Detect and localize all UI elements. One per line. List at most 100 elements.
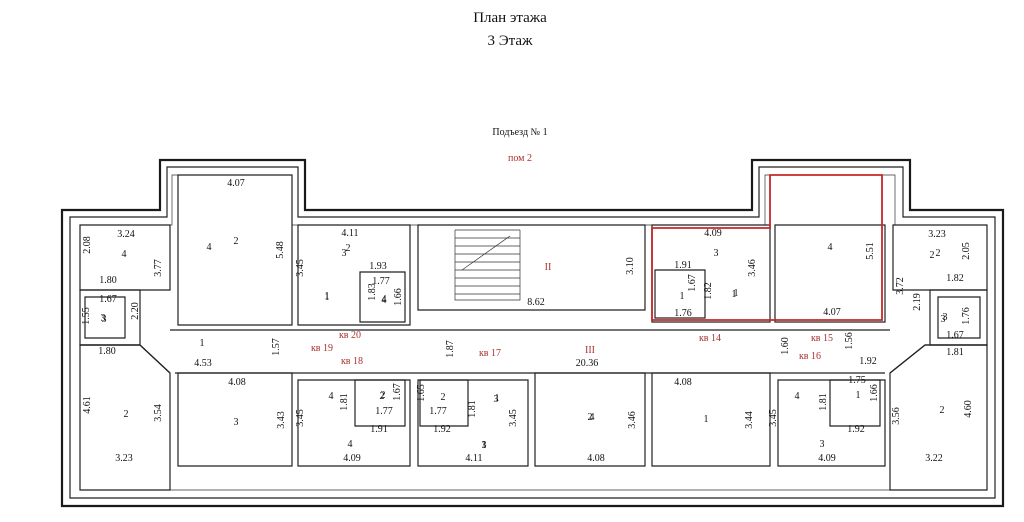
- dimension-label: 1.55: [81, 307, 92, 325]
- room-number: 3: [102, 314, 107, 325]
- dimension-label: 4.11: [465, 453, 482, 464]
- room-number: 4: [207, 242, 212, 253]
- building-outline: [60, 158, 1005, 508]
- dimension-label: 1.81: [339, 393, 350, 411]
- dimension-label: 1.60: [780, 337, 791, 355]
- dimension-label: 1.77: [372, 276, 390, 287]
- dimension-label: 1.75: [848, 375, 866, 386]
- dimension-label: 4.08: [587, 453, 605, 464]
- dimension-label: 2.05: [961, 242, 972, 260]
- dimension-label: 1.92: [433, 424, 451, 435]
- dimension-label: 3.56: [891, 407, 902, 425]
- room-number: 4: [348, 439, 353, 450]
- apartment-label: кв 17: [479, 348, 501, 359]
- apartment-label: кв 16: [799, 351, 821, 362]
- room-number: 3: [943, 312, 948, 323]
- room-number: 1: [325, 291, 330, 302]
- room-number: 1: [200, 338, 205, 349]
- room-number: 3: [482, 440, 487, 451]
- dimension-label: 1.82: [946, 273, 964, 284]
- dimension-label: 3.72: [895, 277, 906, 295]
- plan-title: План этажа: [473, 10, 547, 26]
- dimension-label: 4.07: [227, 178, 245, 189]
- plan-subtitle: 3 Этаж: [488, 33, 534, 49]
- room-number: 1: [732, 289, 737, 300]
- dimension-label: 1.56: [844, 332, 855, 350]
- room-number: 2: [380, 391, 385, 402]
- dimension-label: 1.67: [687, 274, 698, 292]
- dimension-label: 4.09: [704, 228, 722, 239]
- dimension-label: 2.19: [912, 293, 923, 311]
- bottom-rooms: [79, 344, 988, 491]
- dimension-label: 1.87: [445, 340, 456, 358]
- dimension-label: 1.83: [367, 283, 378, 301]
- dimension-label: 3.43: [276, 411, 287, 429]
- dimension-label: 3.45: [295, 409, 306, 427]
- dimension-label: 3.46: [627, 411, 638, 429]
- room-number: 4: [122, 249, 127, 260]
- dimension-label: 3.46: [747, 259, 758, 277]
- dimension-label: 1.66: [393, 288, 404, 306]
- room-number: 2: [588, 412, 593, 423]
- room-number: 3: [101, 313, 106, 324]
- apartment-label: кв 14: [699, 333, 721, 344]
- room-number: 3: [941, 314, 946, 325]
- room-number: 2: [234, 236, 239, 247]
- room-number: 1: [325, 292, 330, 303]
- dimension-label: 1.67: [946, 330, 964, 341]
- dimension-label: 4.07: [823, 307, 841, 318]
- dimension-label: 1.67: [99, 294, 117, 305]
- room-number: 3: [342, 248, 347, 259]
- room-number: 2: [381, 390, 386, 401]
- dimension-label: 1.76: [961, 307, 972, 325]
- dimension-label: 4.09: [343, 453, 361, 464]
- dimension-label: 1.81: [818, 393, 829, 411]
- dimension-label: 3.45: [295, 259, 306, 277]
- highlighted-premise: [651, 174, 883, 321]
- dimension-label: 3.24: [117, 229, 135, 240]
- dimension-label: 1.93: [369, 261, 387, 272]
- dimension-label: 4.11: [341, 228, 358, 239]
- dimension-label: 1.91: [370, 424, 388, 435]
- dimension-label: 1.81: [946, 347, 964, 358]
- room-number: 2: [441, 392, 446, 403]
- dimension-label: 1.67: [392, 383, 403, 401]
- room-number: 1: [704, 414, 709, 425]
- dimension-label: 2.20: [130, 302, 141, 320]
- dimension-label: 4.53: [194, 358, 212, 369]
- dimension-label: 2.08: [82, 236, 93, 254]
- room-number: 3: [494, 394, 499, 405]
- dimension-label: 1.77: [429, 406, 447, 417]
- room-number: 4: [382, 294, 387, 305]
- dimension-label: 8.62: [527, 297, 545, 308]
- room-number: 1: [482, 440, 487, 451]
- room-number: 2: [936, 248, 941, 259]
- dimension-label: 1.80: [99, 275, 117, 286]
- dimension-label: 1.92: [847, 424, 865, 435]
- room-number: 4: [382, 295, 387, 306]
- premise-label: пом 2: [508, 153, 532, 164]
- room-number: 1: [680, 291, 685, 302]
- dimension-label: 4.08: [228, 377, 246, 388]
- apartment-label: кв 18: [341, 356, 363, 367]
- dimension-label: 3.44: [744, 411, 755, 429]
- dimension-label: 3.77: [153, 259, 164, 277]
- dimension-label: 1.76: [674, 308, 692, 319]
- dimension-label: 1.65: [416, 384, 427, 402]
- entrance-label: Подъезд № 1: [492, 127, 547, 138]
- dimension-label: 4.61: [82, 396, 93, 414]
- apartment-labels: кв 20 кв 19 кв 18 кв 17 кв 14 кв 15 кв 1…: [311, 330, 833, 367]
- dimension-label: 4.09: [818, 453, 836, 464]
- dimension-label: 3.45: [768, 409, 779, 427]
- room-number: 4: [590, 412, 595, 423]
- dimension-label: 1.57: [271, 338, 282, 356]
- staircase: [454, 229, 521, 301]
- section-label-iii: III: [585, 345, 595, 356]
- apartment-label: кв 20: [339, 330, 361, 341]
- dimension-label: 3.45: [508, 409, 519, 427]
- apartment-label: кв 19: [311, 343, 333, 354]
- room-number: 1: [856, 390, 861, 401]
- dimension-label: 5.48: [275, 241, 286, 259]
